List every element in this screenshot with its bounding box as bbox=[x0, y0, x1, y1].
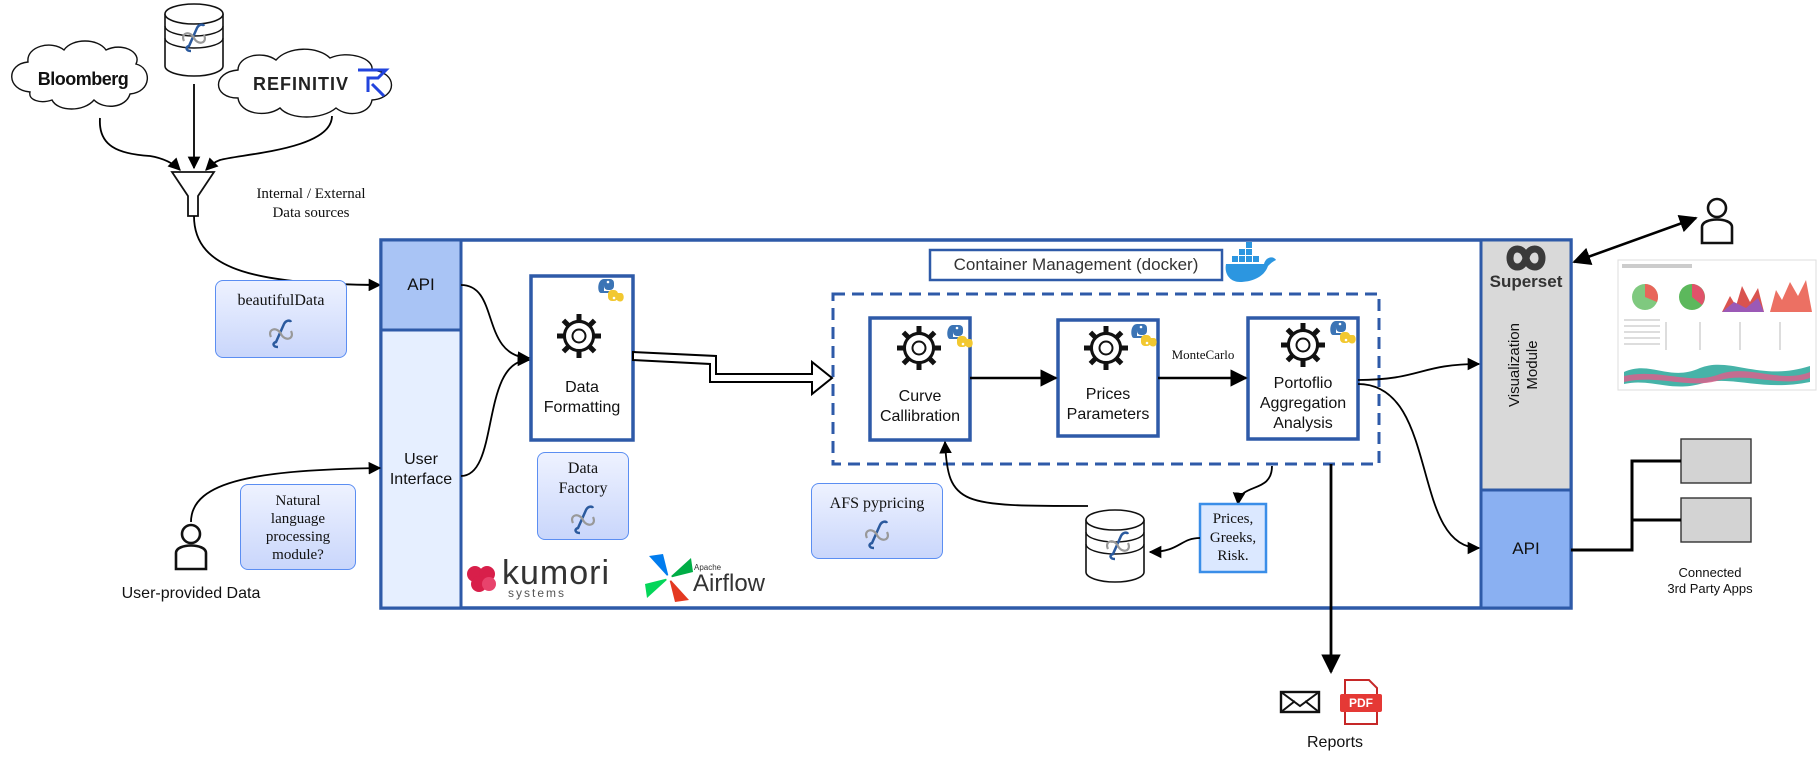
api-right-box[interactable] bbox=[1479, 488, 1573, 610]
data-formatting-label: Data Formatting bbox=[543, 379, 621, 416]
funnel-caption-line2: Data sources bbox=[272, 205, 350, 221]
user-interface-label: User Interface bbox=[389, 451, 453, 488]
block-arrow bbox=[632, 350, 834, 397]
connected-apps-line2: 3rd Party Apps bbox=[1667, 581, 1753, 596]
email-icon bbox=[1279, 690, 1321, 714]
data-factory-logo-icon bbox=[570, 505, 596, 535]
superset-label: Superset bbox=[1489, 272, 1563, 292]
data-formatting-box[interactable] bbox=[529, 274, 635, 442]
pdf-label: PDF bbox=[1349, 695, 1373, 710]
data-formatting-gear-icon bbox=[557, 314, 601, 358]
connected-app-2[interactable] bbox=[1680, 497, 1752, 543]
user-icon-left bbox=[174, 523, 208, 571]
nlp-module-tag[interactable]: Natural language processing module? bbox=[240, 484, 356, 570]
connected-app-1[interactable] bbox=[1680, 438, 1752, 484]
airflow-wordmark: Airflow bbox=[693, 570, 766, 597]
afs-pypricing-tag[interactable]: AFS pypricing bbox=[811, 483, 943, 559]
api-right-label: API bbox=[1512, 539, 1540, 559]
funnel-caption: Internal / External Data sources bbox=[236, 182, 386, 226]
kumori-logo-icon bbox=[467, 566, 496, 592]
kumori-subtitle: systems bbox=[508, 585, 567, 600]
prices-parameters-label: Prices Parameters bbox=[1066, 386, 1150, 423]
results-database-icon bbox=[1085, 509, 1145, 583]
api-left-label: API bbox=[407, 275, 435, 295]
container-title: Container Management (docker) bbox=[953, 255, 1199, 275]
pdf-icon bbox=[1340, 679, 1382, 725]
refinitiv-label: REFINITIV bbox=[252, 73, 349, 94]
user-provided-label: User-provided Data bbox=[121, 585, 261, 602]
prices-parameters-gear-icon bbox=[1084, 326, 1128, 370]
afs-pypricing-label: AFS pypricing bbox=[829, 495, 925, 512]
data-factory-label: Data Factory bbox=[558, 460, 608, 497]
curve-calibration-gear-icon bbox=[897, 326, 941, 370]
airflow-logo-icon bbox=[645, 554, 693, 602]
curve-calibration-label: Curve Callibration bbox=[879, 388, 961, 425]
superset-logo-icon bbox=[1506, 245, 1546, 271]
outputs-label: Prices, Greeks, Risk. bbox=[1209, 510, 1257, 565]
user-interface-box[interactable] bbox=[379, 328, 463, 610]
reports-label: Reports bbox=[1306, 734, 1364, 751]
funnel-caption-line1: Internal / External bbox=[256, 186, 366, 203]
bloomberg-cloud bbox=[11, 40, 148, 110]
visualization-module-label: Visualization Module bbox=[1506, 323, 1541, 407]
beautifuldata-label: beautifulData bbox=[237, 292, 325, 309]
portfolio-analysis-gear-icon bbox=[1281, 323, 1325, 367]
user-icon-right bbox=[1700, 197, 1734, 245]
refinitiv-logo-icon bbox=[358, 68, 390, 98]
kumori-wordmark: kumori bbox=[502, 553, 611, 592]
connected-apps-label: Connected 3rd Party Apps bbox=[1640, 562, 1780, 600]
funnel-icon bbox=[170, 171, 216, 217]
finance-logo-icon bbox=[268, 319, 294, 349]
beautifuldata-tag[interactable]: beautifulData bbox=[215, 280, 347, 358]
outputs-box[interactable] bbox=[1198, 502, 1268, 574]
montecarlo-label: MonteCarlo bbox=[1171, 346, 1235, 362]
container-title-box bbox=[928, 248, 1224, 282]
connected-apps-line1: Connected bbox=[1678, 564, 1742, 580]
bloomberg-label: Bloomberg bbox=[37, 68, 129, 89]
docker-whale-icon bbox=[1225, 242, 1276, 282]
afs-pypricing-logo-icon bbox=[864, 520, 890, 550]
internal-database-icon bbox=[164, 3, 224, 77]
nlp-module-label: Natural language processing module? bbox=[265, 493, 331, 563]
data-factory-tag[interactable]: Data Factory bbox=[537, 452, 629, 540]
airflow-small-label: Apache bbox=[694, 563, 722, 572]
dashboard-thumbnail bbox=[1617, 259, 1817, 391]
portfolio-analysis-label: Portoflio Aggregation Analysis bbox=[1259, 375, 1347, 432]
